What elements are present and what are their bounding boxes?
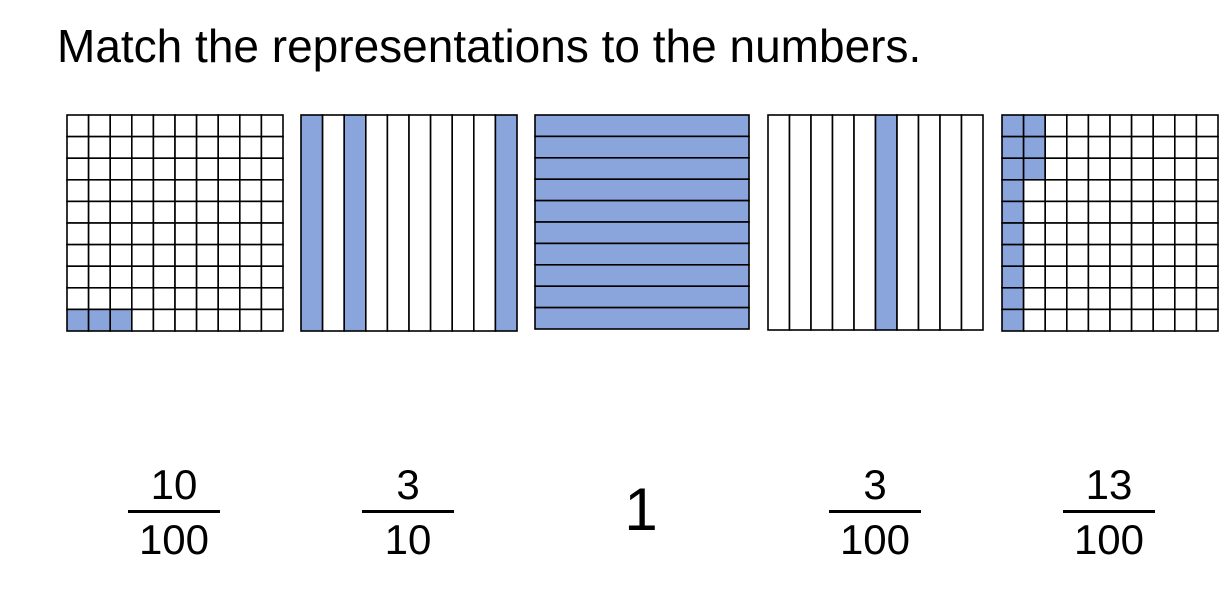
fraction: 3 100 <box>829 460 921 561</box>
representation-strips-whole[interactable] <box>534 114 750 330</box>
representation-grid-3-hundredths[interactable] <box>66 114 284 332</box>
page-title: Match the representations to the numbers… <box>57 20 922 72</box>
fraction: 10 100 <box>128 460 220 561</box>
grid-cell <box>260 308 284 332</box>
representation-strips-3-tenths[interactable] <box>300 114 518 332</box>
denominator: 100 <box>138 516 210 563</box>
fraction: 13 100 <box>1063 460 1155 561</box>
answer-1[interactable]: 1 <box>571 460 711 540</box>
numerator: 10 <box>128 460 220 513</box>
representation-strips-1-tenth[interactable] <box>767 114 984 331</box>
whole-number: 1 <box>624 476 658 543</box>
answer-3-100[interactable]: 3 100 <box>805 460 945 561</box>
numerator: 3 <box>829 460 921 513</box>
strip-row <box>534 306 750 330</box>
answer-3-10[interactable]: 3 10 <box>338 460 478 561</box>
denominator: 100 <box>839 516 911 563</box>
denominator: 10 <box>384 516 432 563</box>
strip-column <box>960 114 984 331</box>
fraction: 3 10 <box>362 460 454 561</box>
numerator: 3 <box>362 460 454 513</box>
grid-cell <box>1195 308 1219 332</box>
denominator: 100 <box>1073 516 1145 563</box>
answer-10-100[interactable]: 10 100 <box>104 460 244 561</box>
representation-grid-13-hundredths[interactable] <box>1001 114 1219 332</box>
answer-13-100[interactable]: 13 100 <box>1039 460 1179 561</box>
strip-column <box>494 114 518 332</box>
numerator: 13 <box>1063 460 1155 513</box>
